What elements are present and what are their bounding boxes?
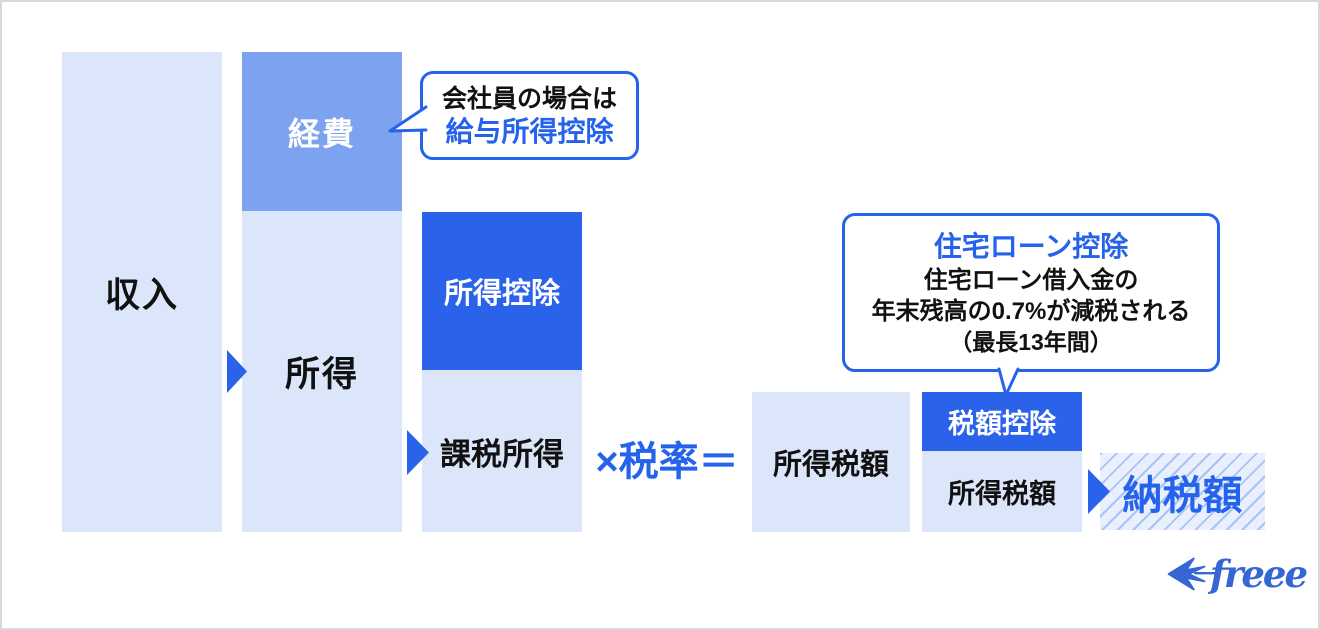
freee-logo: freee — [1166, 548, 1308, 600]
housing-callout-body-line2: 年末残高の0.7%が減税される — [871, 297, 1191, 325]
swallow-icon — [1167, 557, 1217, 591]
salary-callout-line1: 会社員の場合は — [441, 84, 617, 113]
expenses-label: 経費 — [287, 115, 356, 152]
income-deduction-label: 所得控除 — [443, 278, 560, 310]
net-income-box: 所得 — [242, 211, 402, 532]
tax-rate-operator: ×税率＝ — [595, 440, 739, 484]
salary-deduction-callout: 会社員の場合は 給与所得控除 — [420, 71, 639, 160]
housing-callout-note: （最長13年間） — [949, 328, 1113, 355]
income-tax-amount-label-2: 所得税額 — [948, 479, 1056, 509]
speech-bubble-tail-down — [997, 367, 1020, 397]
taxable-income-box: 課税所得 — [422, 370, 582, 532]
income-label: 収入 — [104, 275, 179, 315]
income-tax-amount-label-1: 所得税額 — [772, 449, 889, 481]
income-box: 収入 — [62, 52, 222, 532]
housing-loan-deduction-callout: 住宅ローン控除 住宅ローン借入金の 年末残高の0.7%が減税される （最長13年… — [842, 213, 1220, 372]
income-tax-amount-box-2: 所得税額 — [922, 451, 1082, 532]
tax-payment-box: 納税額 — [1100, 453, 1265, 530]
tax-credit-label: 税額控除 — [948, 409, 1056, 439]
expenses-box: 経費 — [242, 52, 402, 211]
tax-credit-box: 税額控除 — [922, 392, 1082, 451]
taxable-income-label: 課税所得 — [440, 436, 564, 472]
net-income-label: 所得 — [284, 355, 359, 394]
housing-callout-title: 住宅ローン控除 — [933, 230, 1129, 262]
freee-logo-text: freee — [1209, 552, 1308, 596]
salary-callout-line2: 給与所得控除 — [445, 115, 614, 147]
tax-payment-label: 納税額 — [1122, 473, 1243, 518]
income-tax-amount-box-1: 所得税額 — [752, 392, 910, 532]
income-deduction-box: 所得控除 — [422, 212, 582, 370]
speech-bubble-tail-left — [388, 105, 428, 133]
housing-callout-body-line1: 住宅ローン借入金の — [923, 266, 1139, 294]
